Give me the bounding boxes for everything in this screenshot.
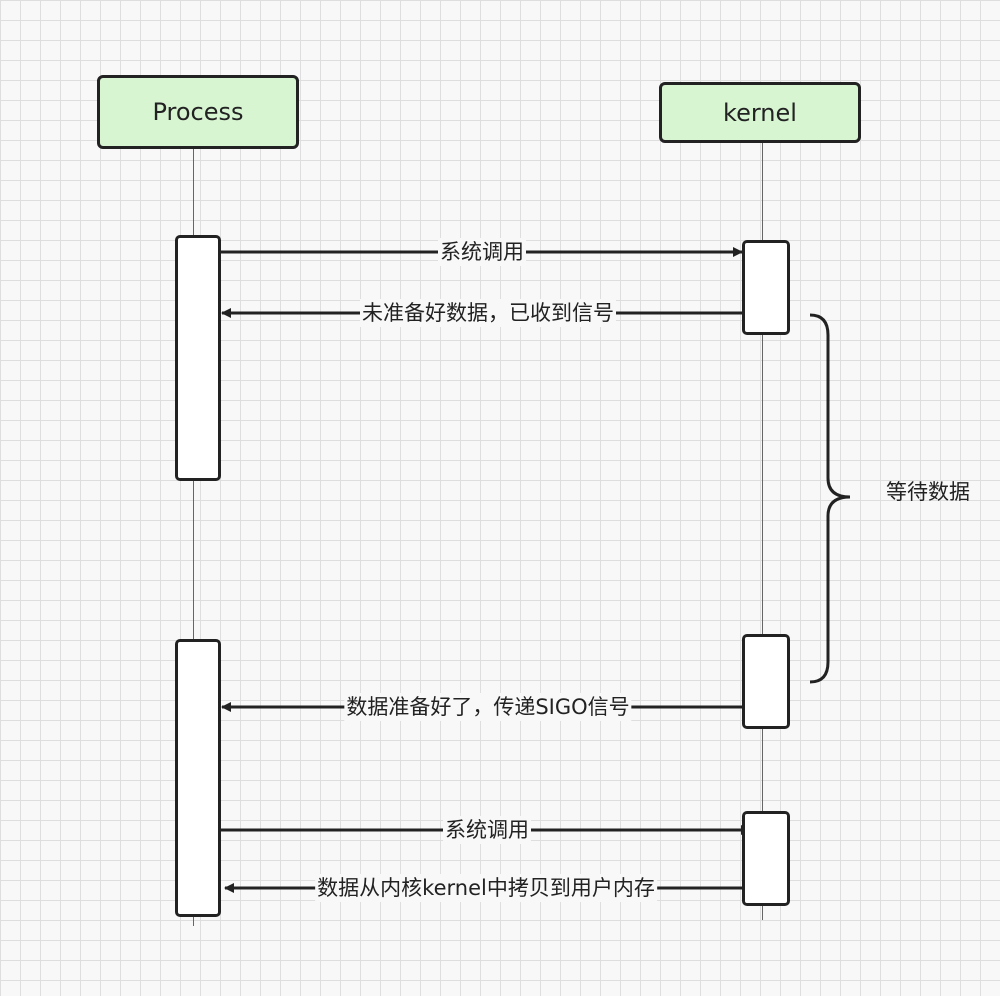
kernel-activation-3 bbox=[742, 811, 790, 906]
message-label-not-ready: 未准备好数据，已收到信号 bbox=[360, 299, 616, 327]
message-label-copy: 数据从内核kernel中拷贝到用户内存 bbox=[315, 874, 657, 902]
process-lifeline bbox=[193, 148, 194, 926]
kernel-activation-2 bbox=[742, 634, 790, 729]
wait-brace bbox=[809, 313, 851, 684]
message-label-data-ready: 数据准备好了，传递SIGO信号 bbox=[344, 693, 632, 721]
process-activation-2 bbox=[175, 639, 221, 917]
kernel-activation-1 bbox=[742, 240, 790, 335]
message-label-syscall-1: 系统调用 bbox=[438, 238, 526, 266]
process-activation-1 bbox=[175, 235, 221, 481]
kernel-actor: kernel bbox=[659, 82, 861, 143]
message-label-syscall-2: 系统调用 bbox=[443, 816, 531, 844]
kernel-lifeline bbox=[762, 142, 763, 920]
wait-data-label: 等待数据 bbox=[886, 480, 970, 504]
process-actor: Process bbox=[97, 75, 299, 149]
